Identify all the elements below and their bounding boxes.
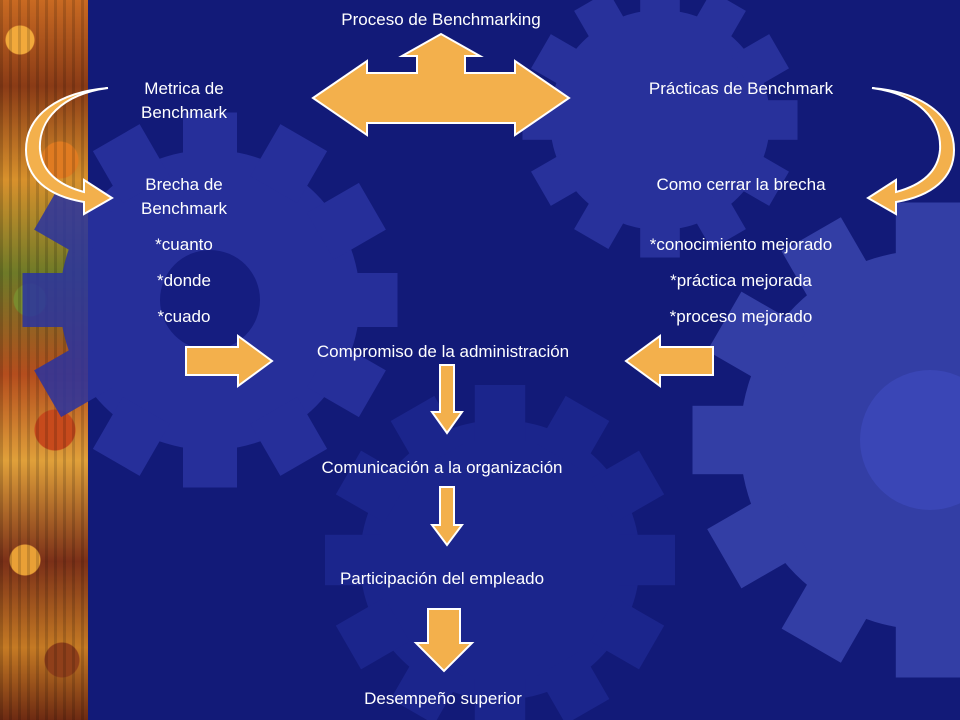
gear-shape-2 xyxy=(522,0,798,258)
metric-line-1: Metrica de xyxy=(144,79,224,98)
practices-label: Prácticas de Benchmark xyxy=(648,79,834,98)
right-item-3: *proceso mejorado xyxy=(669,307,813,326)
gap-line-2: Benchmark xyxy=(141,199,227,218)
right-curved-arrow xyxy=(866,87,956,216)
flow-step-communication: Comunicación a la organización xyxy=(321,458,563,477)
flow-step-performance: Desempeño superior xyxy=(364,689,522,708)
gear-shape-4 xyxy=(325,385,675,720)
right-item-1: *conocimiento mejorado xyxy=(649,235,833,254)
close-gap-label: Como cerrar la brecha xyxy=(656,175,826,194)
right-item-2: *práctica mejorada xyxy=(670,271,812,290)
down-arrow-3 xyxy=(413,608,475,673)
left-item-3: *cuado xyxy=(157,307,211,326)
gear-hub-3 xyxy=(860,370,960,510)
left-item-2: *donde xyxy=(157,271,211,290)
flow-step-participation: Participación del empleado xyxy=(339,569,545,588)
down-arrow-1 xyxy=(430,364,464,435)
gear-hub-1 xyxy=(160,250,260,350)
left-item-1: *cuanto xyxy=(155,235,213,254)
gap-label: Brecha de Benchmark xyxy=(141,173,227,221)
metric-label: Metrica de Benchmark xyxy=(141,77,227,125)
right-pointing-arrow xyxy=(185,334,274,388)
gap-line-1: Brecha de xyxy=(145,175,223,194)
left-curved-arrow xyxy=(24,87,114,216)
three-way-arrow xyxy=(311,32,571,137)
flow-step-commitment: Compromiso de la administración xyxy=(316,342,570,361)
diagram-title: Proceso de Benchmarking xyxy=(341,10,541,29)
left-pointing-arrow xyxy=(624,334,714,388)
down-arrow-2 xyxy=(430,486,464,547)
metric-line-2: Benchmark xyxy=(141,103,227,122)
